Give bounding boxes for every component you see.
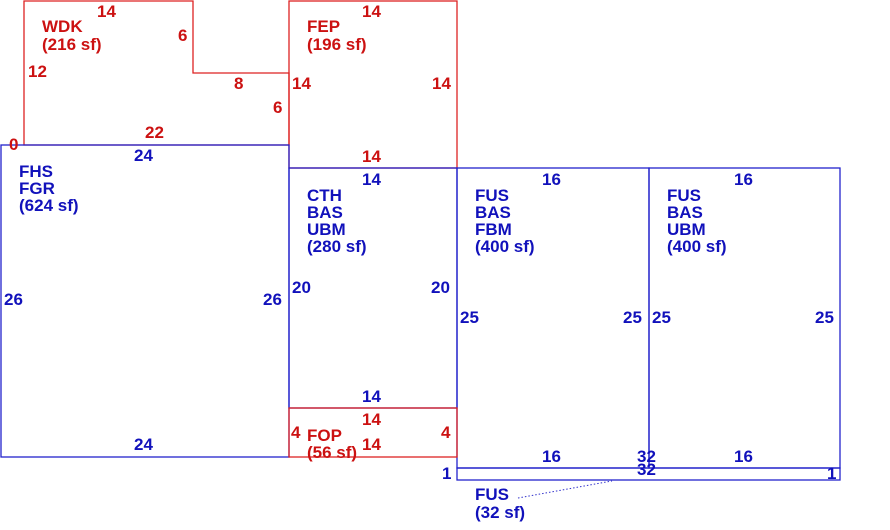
area-sf: (216 sf) — [42, 35, 102, 54]
area-sf: (400 sf) — [667, 237, 727, 256]
wdk-dim-right: 6 — [273, 98, 282, 117]
area-code: FUS — [475, 186, 509, 205]
fus2-dim-top: 16 — [734, 170, 753, 189]
cth-label: CTH BAS UBM (280 sf) — [307, 186, 367, 256]
wdk-dim-corner: 0 — [9, 135, 18, 154]
fop-outline — [288, 407, 458, 458]
fhs-label: FHS FGR (624 sf) — [19, 162, 79, 215]
area-sf: (400 sf) — [475, 237, 535, 256]
area-sf: (56 sf) — [307, 443, 357, 462]
fus2-dim-bottom: 16 — [734, 447, 753, 466]
fus2-dim-right: 25 — [815, 308, 834, 327]
fep-label: FEP (196 sf) — [307, 17, 367, 54]
area-code: BAS — [667, 203, 703, 222]
wdk-label: WDK (216 sf) — [42, 17, 102, 54]
fus3-label: FUS (32 sf) — [475, 485, 525, 522]
fus3-dim-right: 1 — [827, 464, 836, 483]
fep-dim-right: 14 — [432, 74, 451, 93]
fus1-dim-left: 25 — [460, 308, 479, 327]
wdk-dim-bottom: 22 — [145, 123, 164, 142]
fus2-label: FUS BAS UBM (400 sf) — [667, 186, 727, 256]
fep-dim-top: 14 — [362, 2, 381, 21]
wdk-dim-notch-v: 6 — [178, 26, 187, 45]
fhs-dim-right: 26 — [263, 290, 282, 309]
area-sf: (196 sf) — [307, 35, 367, 54]
fus1-dim-bottom: 16 — [542, 447, 561, 466]
area-code: BAS — [307, 203, 343, 222]
area-sf: (624 sf) — [19, 196, 79, 215]
area-code: FHS — [19, 162, 53, 181]
area-sf: (32 sf) — [475, 503, 525, 522]
fus1-dim-right: 25 — [623, 308, 642, 327]
fus3-leader-line — [517, 480, 613, 499]
fop-label: FOP (56 sf) — [307, 426, 357, 462]
fus3-dim-bottom: 32 — [637, 460, 656, 479]
area-code: UBM — [667, 220, 706, 239]
cth-dim-right: 20 — [431, 278, 450, 297]
fus1-label: FUS BAS FBM (400 sf) — [475, 186, 535, 256]
wdk-dim-top: 14 — [97, 2, 116, 21]
area-sf: (280 sf) — [307, 237, 367, 256]
fus3-outline — [456, 467, 841, 481]
area-code: UBM — [307, 220, 346, 239]
cth-dim-bottom: 14 — [362, 387, 381, 406]
area-code: FBM — [475, 220, 512, 239]
fhs-dim-top: 24 — [134, 146, 153, 165]
wdk-dim-notch-h: 8 — [234, 74, 243, 93]
area-code: FUS — [475, 485, 509, 504]
fus2-dim-left: 25 — [652, 308, 671, 327]
fhs-dim-bottom: 24 — [134, 435, 153, 454]
fhs-dim-left: 26 — [4, 290, 23, 309]
fop-dim-bottom: 14 — [362, 435, 381, 454]
cth-dim-left: 20 — [292, 278, 311, 297]
fus3-dim-left: 1 — [442, 464, 451, 483]
area-code: FEP — [307, 17, 340, 36]
fop-dim-left: 4 — [291, 423, 301, 442]
area-code: CTH — [307, 186, 342, 205]
area-code: FUS — [667, 186, 701, 205]
area-code: FOP — [307, 426, 342, 445]
area-code: BAS — [475, 203, 511, 222]
fop-dim-right: 4 — [441, 423, 451, 442]
wdk-dim-left: 12 — [28, 62, 47, 81]
area-code: WDK — [42, 17, 83, 36]
area-code: FGR — [19, 179, 55, 198]
fop-dim-top: 14 — [362, 410, 381, 429]
fep-dim-left: 14 — [292, 74, 311, 93]
fep-dim-bottom: 14 — [362, 147, 381, 166]
fus1-dim-top: 16 — [542, 170, 561, 189]
fus3-dim-top: 32 — [637, 447, 656, 466]
cth-dim-top: 14 — [362, 170, 381, 189]
